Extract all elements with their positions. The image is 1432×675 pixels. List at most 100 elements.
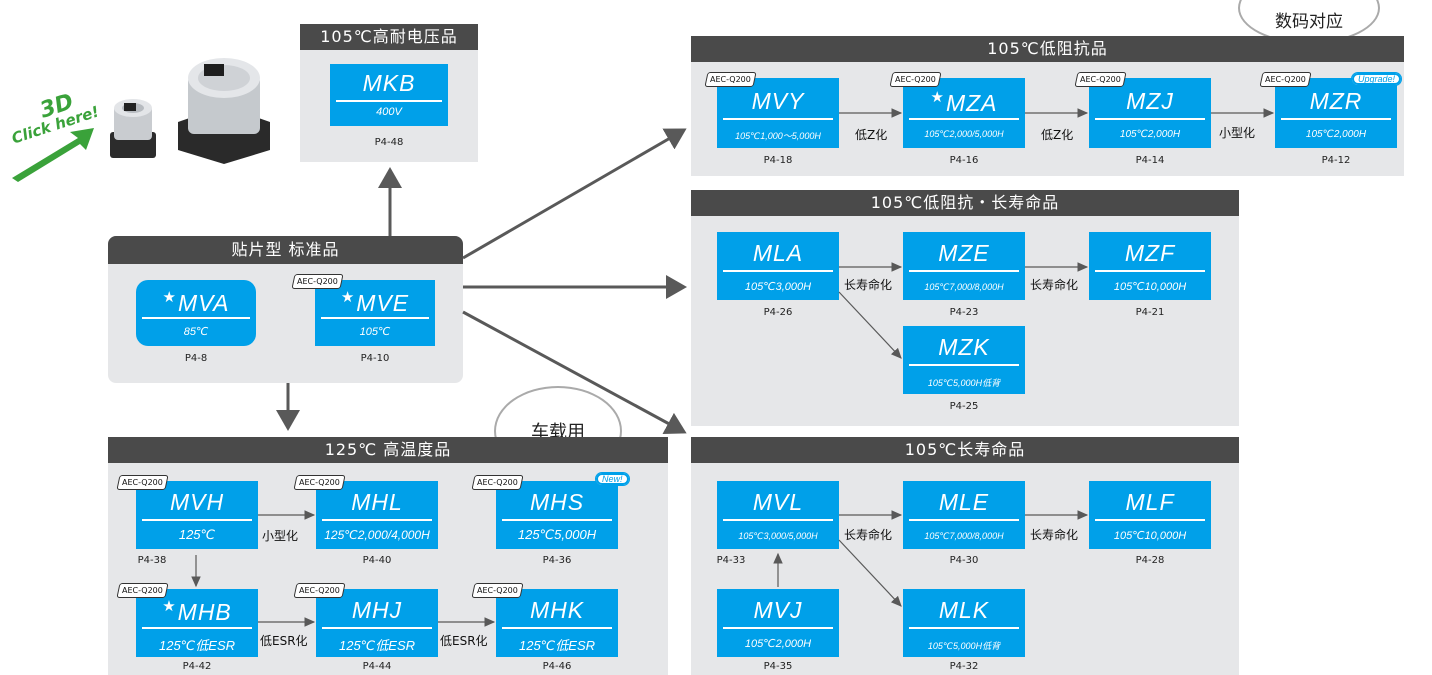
card-name: ★MVE xyxy=(315,288,435,317)
card-mhl[interactable]: MHL 125℃2,000/4,000H xyxy=(316,481,438,549)
star-icon: ★ xyxy=(162,289,177,306)
card-page: P4-38 xyxy=(137,555,167,566)
edge-label-longlife-2: 长寿命化 xyxy=(1030,278,1079,292)
card-mza[interactable]: ★MZA 105℃2,000/5,000H xyxy=(903,78,1025,148)
card-divider xyxy=(142,317,250,319)
card-name: MHS xyxy=(529,489,585,515)
star-icon: ★ xyxy=(340,289,356,306)
card-spec: 125℃低ESR xyxy=(338,638,416,653)
card-spec: 105℃3,000H xyxy=(744,281,812,293)
card-mvl[interactable]: MVL 105℃3,000/5,000H xyxy=(717,481,839,549)
card-mhk[interactable]: MHK 125℃低ESR xyxy=(496,589,618,657)
edge-label-small-1: 小型化 xyxy=(1219,126,1256,140)
card-name: MHK xyxy=(529,597,585,623)
card-mzf[interactable]: MZF 105℃10,000H xyxy=(1089,232,1211,300)
edge-label-longlife-4: 长寿命化 xyxy=(1030,528,1079,542)
card-spec: 105℃10,000H xyxy=(1113,530,1187,542)
card-mlf[interactable]: MLF 105℃10,000H xyxy=(1089,481,1211,549)
card-name: MKB xyxy=(362,70,416,96)
card-mhj[interactable]: MHJ 125℃低ESR xyxy=(316,589,438,657)
star-icon: ★ xyxy=(162,598,177,615)
group-low-impedance: 105℃低阻抗品 MVY 105℃1,000～5,000H AEC-Q200 P… xyxy=(691,36,1404,176)
arrow-mla-mzk xyxy=(838,291,902,359)
card-name: MLE xyxy=(938,489,990,515)
card-name: MLF xyxy=(1125,489,1175,515)
card-spec: 105℃5,000H低背 xyxy=(927,641,1001,651)
arrow-std-to-long xyxy=(462,310,687,434)
card-spec: 105℃5,000H低背 xyxy=(927,378,1001,388)
card-spec: 105℃10,000H xyxy=(1113,281,1187,293)
card-page: P4-42 xyxy=(182,661,212,672)
card-spec: 125℃ xyxy=(178,527,216,542)
card-divider xyxy=(1095,519,1205,521)
card-mve[interactable]: ★MVE 105℃ xyxy=(315,280,435,346)
card-mhs[interactable]: MHS 125℃5,000H xyxy=(496,481,618,549)
card-mva[interactable]: ★MVA 85℃ xyxy=(136,280,256,346)
card-spec: 105℃2,000H xyxy=(744,638,812,650)
card-mvh[interactable]: MVH 125℃ xyxy=(136,481,258,549)
card-divider xyxy=(321,317,429,319)
card-page: P4-10 xyxy=(360,353,390,364)
card-spec: 125℃2,000/4,000H xyxy=(324,528,430,542)
group-title: 125℃ 高温度品 xyxy=(108,437,668,463)
edge-label-lowz-2: 低Z化 xyxy=(1041,128,1074,142)
star-icon: ★ xyxy=(930,89,945,106)
card-name-text: MHB xyxy=(177,599,232,625)
card-spec: 105℃1,000～5,000H xyxy=(735,131,821,141)
edge-label-lowesr-2: 低ESR化 xyxy=(440,634,488,648)
card-page: P4-28 xyxy=(1135,555,1165,566)
card-name: MLK xyxy=(938,597,990,623)
card-name: MLA xyxy=(752,240,804,266)
card-page: P4-48 xyxy=(374,137,404,148)
card-spec: 105℃2,000H xyxy=(1305,129,1367,140)
card-divider xyxy=(909,364,1019,366)
card-divider xyxy=(1281,118,1391,120)
arrow-badge-icon xyxy=(12,128,94,182)
card-name: MZE xyxy=(938,240,990,266)
group-standard: 贴片型 标准品 ★MVA 85℃ P4-8 ★MVE 105℃ AEC-Q200… xyxy=(108,236,463,383)
new-flag: New! xyxy=(595,472,630,486)
card-page: P4-44 xyxy=(362,661,392,672)
card-divider xyxy=(909,270,1019,272)
card-mvj[interactable]: MVJ 105℃2,000H xyxy=(717,589,839,657)
card-mvy[interactable]: MVY 105℃1,000～5,000H xyxy=(717,78,839,148)
card-mhb[interactable]: ★MHB 125℃低ESR xyxy=(136,589,258,657)
card-divider xyxy=(723,118,833,120)
click-3d-badge[interactable]: 3D Click here! xyxy=(8,89,101,182)
card-mla[interactable]: MLA 105℃3,000H xyxy=(717,232,839,300)
edge-label-small-2: 小型化 xyxy=(262,529,299,543)
card-divider xyxy=(723,519,833,521)
card-name: ★MZA xyxy=(903,88,1025,117)
card-mle[interactable]: MLE 105℃7,000/8,000H xyxy=(903,481,1025,549)
card-mkb[interactable]: MKB 400V xyxy=(330,64,448,126)
group-high-temperature: 125℃ 高温度品 MVH 125℃ AEC-Q200 P4-38 MHL 12… xyxy=(108,437,668,675)
card-page: P4-21 xyxy=(1135,307,1165,318)
card-page: P4-35 xyxy=(763,661,793,672)
card-mzj[interactable]: MZJ 105℃2,000H xyxy=(1089,78,1211,148)
card-name: MVH xyxy=(169,489,225,515)
card-mzk[interactable]: MZK 105℃5,000H低背 xyxy=(903,326,1025,394)
card-divider xyxy=(322,627,432,629)
group-title: 105℃高耐电压品 xyxy=(300,24,478,50)
card-divider xyxy=(1095,270,1205,272)
card-name: MVJ xyxy=(753,597,803,623)
card-name: MVY xyxy=(751,88,805,114)
card-divider xyxy=(1095,118,1205,120)
card-divider xyxy=(322,519,432,521)
card-mze[interactable]: MZE 105℃7,000/8,000H xyxy=(903,232,1025,300)
capacitor-large-image xyxy=(170,50,276,165)
group-title: 贴片型 标准品 xyxy=(108,236,463,264)
group-title: 105℃长寿命品 xyxy=(691,437,1239,463)
group-high-voltage: 105℃高耐电压品 MKB 400V P4-48 xyxy=(300,24,478,162)
upgrade-flag: Upgrade! xyxy=(1351,72,1403,86)
card-mzr[interactable]: MZR 105℃2,000H xyxy=(1275,78,1397,148)
card-divider xyxy=(909,627,1019,629)
edge-label-longlife-3: 长寿命化 xyxy=(844,528,893,542)
card-name: ★MHB xyxy=(136,597,258,626)
card-page: P4-16 xyxy=(949,155,979,166)
card-name-text: MVA xyxy=(177,290,230,316)
card-page: P4-18 xyxy=(763,155,793,166)
card-mlk[interactable]: MLK 105℃5,000H低背 xyxy=(903,589,1025,657)
card-page: P4-40 xyxy=(362,555,392,566)
card-page: P4-33 xyxy=(716,555,746,566)
